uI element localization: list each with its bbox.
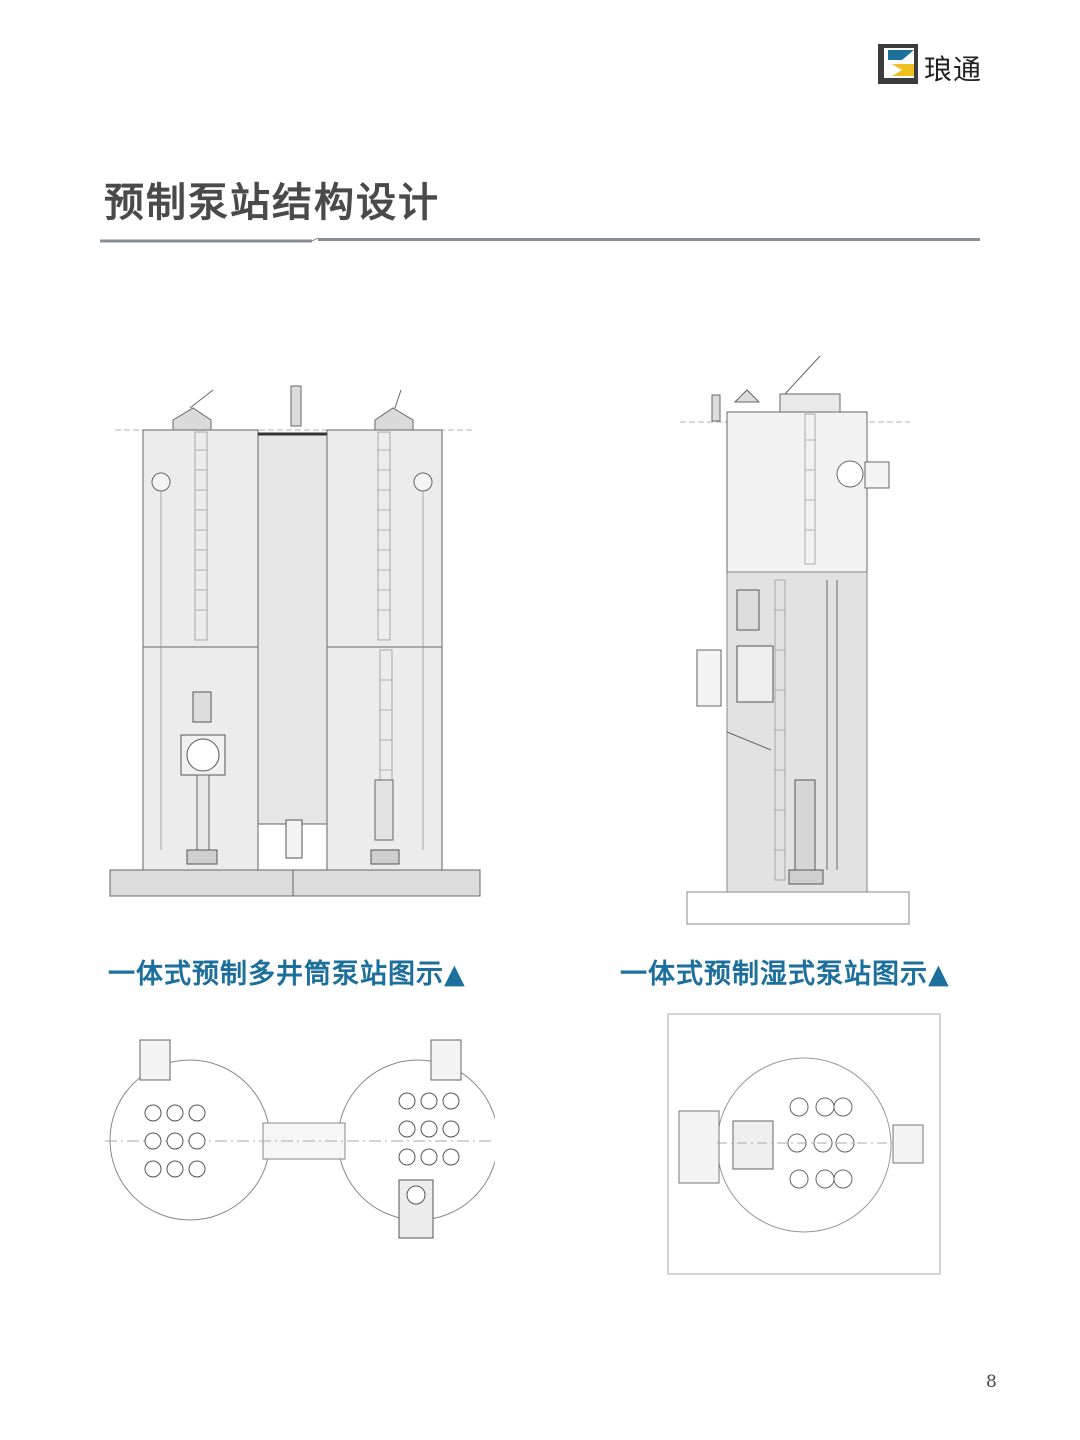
title-divider (100, 238, 980, 243)
multi-well-caption: 一体式预制多井筒泵站图示▲ (108, 959, 466, 990)
multi-well-plan-drawing (105, 1039, 495, 1239)
wet-well-elevation-drawing (680, 355, 910, 925)
brand-name: 琅通 (924, 53, 983, 86)
wet-well-caption: 一体式预制湿式泵站图示▲ (620, 959, 950, 990)
page-title: 预制泵站结构设计 (104, 180, 440, 226)
wet-well-plan-drawing (667, 1013, 941, 1275)
brand-logo-icon (878, 44, 918, 84)
page-number: 8 (986, 1372, 997, 1392)
multi-well-elevation-drawing (109, 385, 481, 897)
